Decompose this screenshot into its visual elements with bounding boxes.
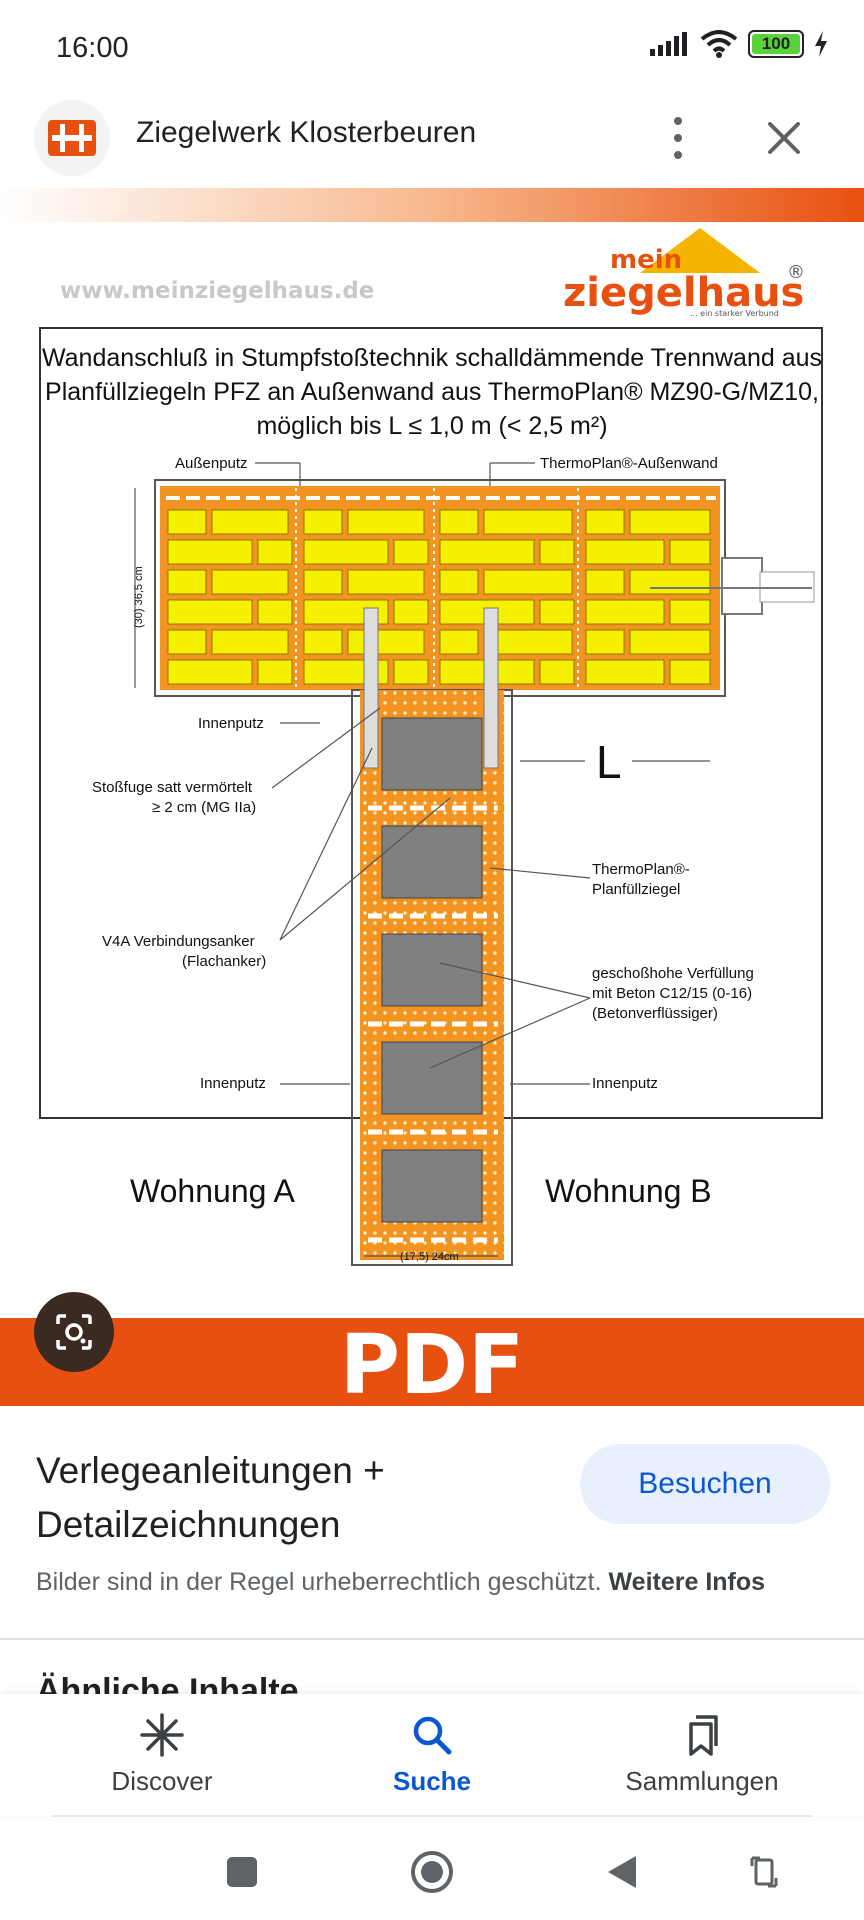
dot-icon <box>674 134 682 142</box>
label-L: L <box>596 736 622 788</box>
dot-icon <box>674 151 682 159</box>
close-icon[interactable] <box>758 112 810 164</box>
label-innenputz-left: Innenputz <box>200 1075 266 1092</box>
visit-button[interactable]: Besuchen <box>580 1444 830 1524</box>
system-navigation <box>0 1820 864 1920</box>
nav-collections[interactable]: Sammlungen <box>582 1712 822 1797</box>
website-watermark: www.meinziegelhaus.de <box>60 278 374 304</box>
site-title[interactable]: Ziegelwerk Klosterbeuren <box>136 116 477 149</box>
nav-collections-label: Sammlungen <box>625 1766 779 1796</box>
app-bar: Ziegelwerk Klosterbeuren <box>0 92 864 188</box>
mein-ziegelhaus-logo: mein ziegelhaus ® ... ein starker Verbun… <box>563 228 805 318</box>
divider <box>0 1638 864 1640</box>
anchor-right <box>483 607 499 769</box>
home-button[interactable] <box>408 1848 456 1896</box>
wifi-icon <box>700 30 738 58</box>
home-circle-icon <box>411 1851 453 1893</box>
label-verfuell-2: mit Beton C12/15 (0-16) <box>592 985 752 1002</box>
similar-content-heading: Ähnliche Inhalte <box>36 1672 299 1694</box>
pdf-banner <box>0 1318 864 1406</box>
status-time: 16:00 <box>56 32 129 64</box>
nav-search[interactable]: Suche <box>312 1712 552 1797</box>
drawing-title-line-3: möglich bis L ≤ 1,0 m (< 2,5 m²) <box>256 412 607 440</box>
label-pfz-1: ThermoPlan®- <box>592 861 690 878</box>
svg-text:mein: mein <box>610 245 682 275</box>
bookmarks-icon <box>689 1715 718 1756</box>
partition-wall <box>351 607 513 1266</box>
label-innenputz-right: Innenputz <box>592 1075 658 1092</box>
svg-text:... ein starker Verbund: ... ein starker Verbund <box>690 309 779 318</box>
result-info: Verlegeanleitungen + Detailzeichnungen B… <box>0 1406 864 1638</box>
outer-wall <box>154 479 815 697</box>
back-triangle-icon <box>608 1856 636 1888</box>
lens-icon <box>56 1314 92 1350</box>
status-bar: 16:00 100 <box>0 0 864 92</box>
result-heading[interactable]: Verlegeanleitungen + Detailzeichnungen <box>36 1450 385 1545</box>
copyright-notice: Bilder sind in der Regel urheberrechtlic… <box>36 1568 765 1597</box>
ziegelwerk-logo-icon <box>48 120 96 156</box>
technical-drawing: www.meinziegelhaus.de mein ziegelhaus ® … <box>0 188 864 1406</box>
battery-level: 100 <box>761 34 791 53</box>
label-pfz-2: Planfüllziegel <box>592 881 680 898</box>
site-logo[interactable] <box>34 100 110 176</box>
label-anker-2: (Flachanker) <box>182 953 266 970</box>
lens-button[interactable] <box>34 1292 114 1372</box>
dot-icon <box>674 117 682 125</box>
nav-search-label: Suche <box>392 1766 472 1796</box>
status-icons: 100 <box>650 30 828 58</box>
anchor-left <box>363 607 379 769</box>
header-gradient-strip <box>0 188 864 222</box>
label-stossfuge-2: ≥ 2 cm (MG IIa) <box>152 799 256 816</box>
label-anker-1: V4A Verbindungsanker <box>102 933 255 950</box>
svg-text:ziegelhaus: ziegelhaus <box>563 270 804 316</box>
label-stossfuge-1: Stoßfuge satt vermörtelt <box>92 779 253 796</box>
square-icon <box>227 1857 257 1887</box>
battery-icon: 100 <box>748 30 804 58</box>
rotate-button[interactable] <box>740 1848 788 1896</box>
more-info-link[interactable]: Weitere Infos <box>608 1568 766 1596</box>
label-thermoplan-aussenwand: ThermoPlan®-Außenwand <box>540 455 718 472</box>
charging-icon <box>815 31 827 57</box>
label-innenputz-top: Innenputz <box>198 715 264 732</box>
rotate-icon <box>750 1856 778 1888</box>
asterisk-icon <box>140 1713 184 1757</box>
signal-icon <box>650 32 687 56</box>
image-preview[interactable]: www.meinziegelhaus.de mein ziegelhaus ® … <box>0 188 864 1406</box>
label-dim-bottom: (17,5) 24cm <box>400 1251 459 1263</box>
more-options-button[interactable] <box>660 106 696 170</box>
label-verfuell-1: geschoßhohe Verfüllung <box>592 965 754 982</box>
label-verfuell-3: (Betonverflüssiger) <box>592 1005 718 1022</box>
label-aussenputz: Außenputz <box>175 455 248 472</box>
copyright-text: Bilder sind in der Regel urheberrechtlic… <box>36 1568 602 1596</box>
label-wohnung-b: Wohnung B <box>545 1173 712 1209</box>
drawing-title-line-1: Wandanschluß in Stumpfstoßtechnik schall… <box>42 344 822 372</box>
pdf-banner-text: PDF <box>340 1318 524 1406</box>
back-button[interactable] <box>598 1848 646 1896</box>
bottom-navigation: Discover Suche Sammlungen <box>0 1694 864 1816</box>
recents-button[interactable] <box>218 1848 266 1896</box>
nav-discover-label: Discover <box>111 1766 213 1796</box>
drawing-title-line-2: Planfüllziegeln PFZ an Außenwand aus The… <box>45 378 819 406</box>
nav-separator <box>52 1815 812 1817</box>
label-dim-vertical: (30) 36,5 cm <box>133 566 145 628</box>
nav-discover[interactable]: Discover <box>42 1712 282 1797</box>
svg-text:®: ® <box>787 262 805 283</box>
label-wohnung-a: Wohnung A <box>130 1173 296 1209</box>
search-icon <box>413 1716 452 1755</box>
